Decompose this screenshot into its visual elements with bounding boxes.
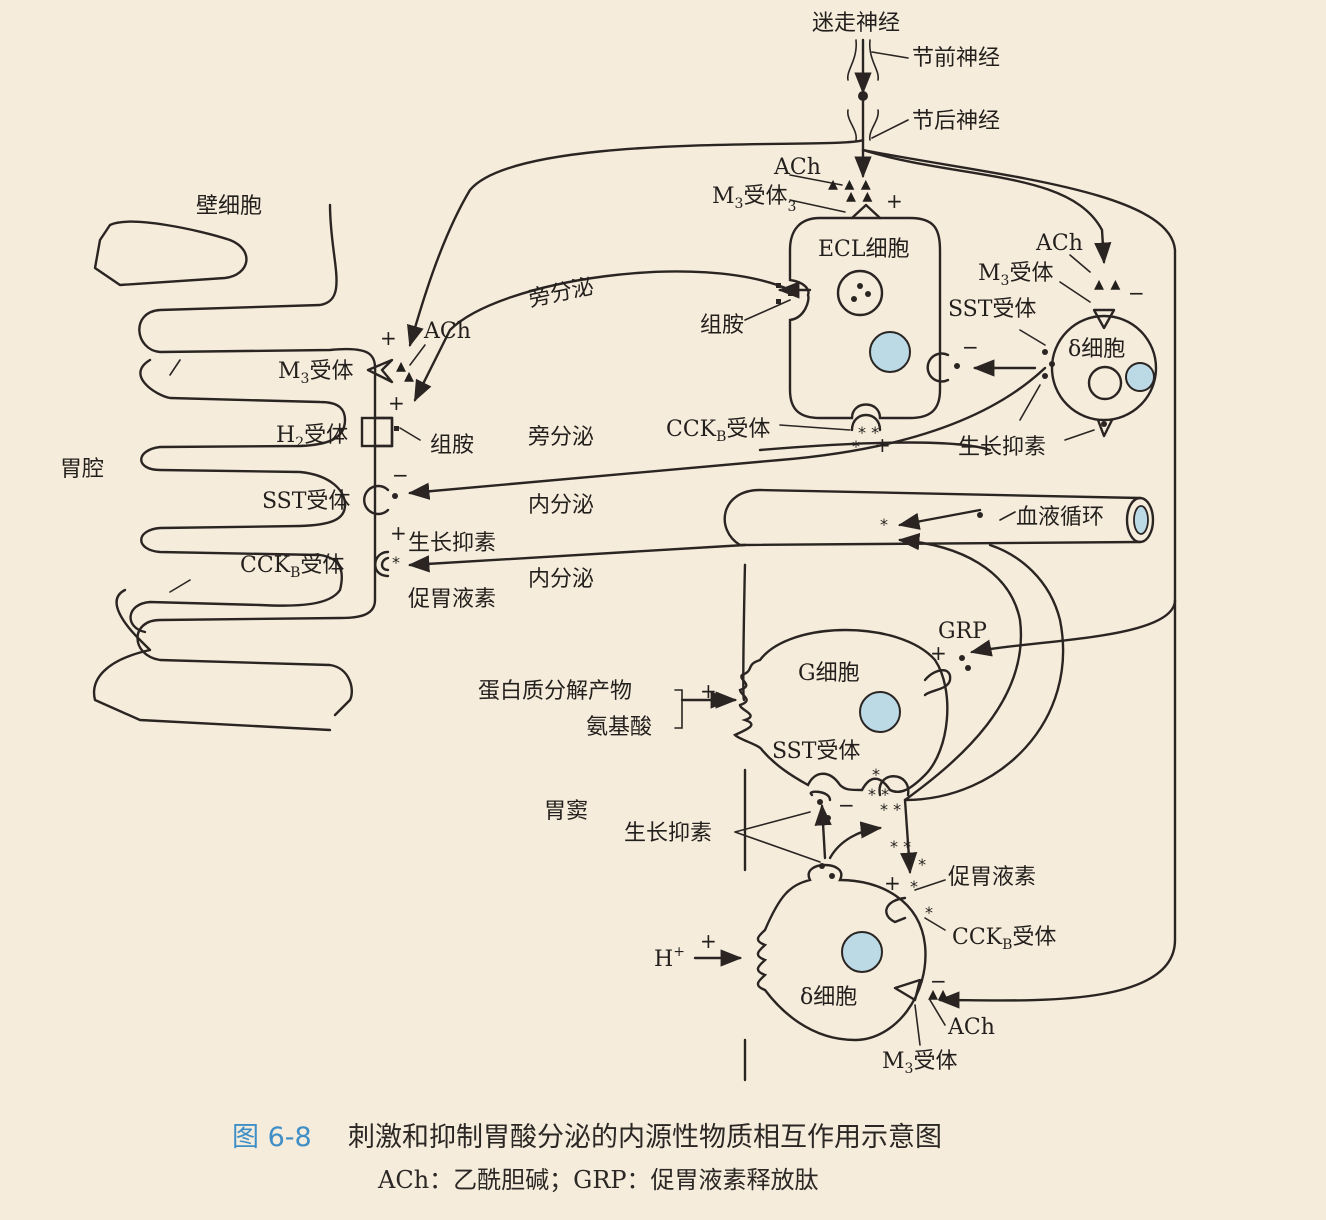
label-delta-cell-bottom: δ细胞 [800, 985, 857, 1010]
label-antrum: 胃窦 [544, 799, 588, 824]
svg-text:−: − [392, 463, 409, 487]
svg-text:+: + [886, 189, 903, 213]
svg-text:*: * [910, 877, 918, 896]
label-cckb-delta: CCKB受体 [952, 925, 1056, 953]
svg-text:*: * [925, 903, 933, 922]
label-endocrine-2: 内分泌 [528, 567, 594, 592]
label-delta-cell-top: δ细胞 [1068, 337, 1125, 362]
label-amino-acids: 氨基酸 [586, 715, 652, 740]
label-sst-receptor-ecl: SST受体 [948, 297, 1036, 322]
signal-particles: ▴ ▴ ▴ ▴ ▴ ▴ ▴ ▴ ▴ ▴▴ * * * * * * * * * *… [392, 171, 1120, 1005]
label-postganglionic: 节后神经 [912, 109, 1000, 134]
svg-text:+: + [390, 521, 407, 545]
label-ach-delta-top: ACh [1035, 231, 1083, 256]
diagram-labels: 迷走神经 节前神经 节后神经 壁细胞 胃腔 ACh M3受体3 ECL细胞 旁分… [60, 11, 1125, 1077]
svg-text:▴ ▴ ▴: ▴ ▴ ▴ [828, 171, 871, 195]
label-ach-bottom: ACh [947, 1015, 995, 1040]
vagus-nerve [407, 38, 1177, 1009]
parietal-cell-membrane [92, 203, 377, 732]
svg-text:+: + [380, 326, 397, 350]
label-endocrine-1: 内分泌 [528, 493, 594, 518]
label-h2-parietal: H2受体 [276, 423, 348, 451]
label-h-plus: H+ [654, 944, 685, 972]
label-gastrin-parietal: 促胃液素 [408, 587, 496, 612]
sign-marks: + − − + + − + + + + − + + − [380, 189, 1145, 993]
m3-receptor-parietal-shape [366, 358, 394, 384]
svg-text:−: − [962, 335, 979, 359]
label-lumen: 胃腔 [60, 457, 104, 482]
svg-text:+: + [700, 929, 717, 953]
label-histamine-ecl: 组胺 [700, 313, 744, 338]
label-g-cell: G细胞 [798, 661, 860, 686]
g-cell-shape [732, 628, 952, 794]
label-blood: 血液循环 [1016, 505, 1104, 530]
label-cckb-ecl: CCKB受体 [666, 417, 770, 445]
figure-caption: 图 6-8 刺激和抑制胃酸分泌的内源性物质相互作用示意图 ACh：乙酰胆碱；GR… [232, 1122, 942, 1194]
delta-cell-top-shape [1050, 308, 1158, 438]
ecl-cell-shape [788, 203, 942, 420]
svg-text:* *: * * [905, 855, 926, 874]
svg-text:▴▴: ▴▴ [928, 981, 948, 1005]
label-cckb-parietal: CCKB受体 [240, 553, 344, 581]
svg-text:−: − [930, 969, 947, 993]
label-ach-top: ACh [773, 155, 821, 180]
svg-text:+: + [388, 391, 405, 415]
leader-lines [399, 174, 1095, 1046]
label-ach-parietal: ACh [423, 319, 471, 344]
caption-title: 刺激和抑制胃酸分泌的内源性物质相互作用示意图 [348, 1122, 942, 1153]
label-somatostatin-top: 生长抑素 [958, 435, 1046, 460]
cckb-receptor-ecl-shape [850, 413, 882, 432]
svg-text:* *: * * [890, 837, 911, 856]
svg-text:*: * [880, 515, 888, 534]
label-sst-g: SST受体 [772, 739, 860, 764]
svg-text:*: * [852, 437, 860, 456]
svg-text:* *: * * [880, 800, 901, 819]
label-m3-parietal: M3受体 [278, 359, 353, 387]
label-somatostatin-parietal: 生长抑素 [408, 531, 496, 556]
h2-receptor-shape [360, 416, 394, 448]
svg-text:▴: ▴ [396, 353, 406, 377]
sst-receptor-parietal-shape [363, 484, 390, 516]
label-paracrine-1: 旁分泌 [526, 274, 596, 312]
label-m3-bottom: M3受体 [882, 1049, 957, 1077]
caption-note: ACh：乙酰胆碱；GRP：促胃液素释放肽 [377, 1166, 819, 1194]
caption-figure-number: 图 6-8 [232, 1122, 312, 1153]
label-grp: GRP [938, 619, 987, 644]
label-m3-top: M3受体3 [712, 184, 796, 215]
label-vagus: 迷走神经 [812, 11, 900, 36]
label-ecl-cell: ECL细胞 [818, 237, 910, 262]
label-paracrine-2: 旁分泌 [528, 425, 594, 450]
svg-text:▴ ▴: ▴ ▴ [1094, 271, 1120, 295]
label-preganglionic: 节前神经 [912, 46, 1000, 71]
svg-text:*: * [392, 553, 400, 572]
svg-text:−: − [1128, 281, 1145, 305]
svg-text:+: + [700, 679, 717, 703]
sst-receptor-ecl-shape [926, 352, 950, 383]
svg-text:*: * [872, 765, 880, 784]
label-somatostatin-antrum: 生长抑素 [624, 821, 712, 846]
svg-text:+: + [884, 871, 901, 895]
label-gastrin-antrum: 促胃液素 [948, 865, 1036, 890]
label-m3-delta-top: M3受体 [978, 261, 1053, 289]
cckb-receptor-parietal-shape [374, 550, 390, 578]
label-protein-products: 蛋白质分解产物 [478, 679, 632, 704]
delta-cell-bottom-shape [756, 863, 927, 1042]
svg-text:+: + [874, 433, 891, 457]
svg-text:* *: * * [858, 423, 879, 442]
signal-arrows [407, 270, 1047, 967]
svg-text:−: − [838, 793, 855, 817]
svg-text:+: + [930, 641, 947, 665]
label-histamine-parietal: 组胺 [430, 433, 474, 458]
label-sst-parietal: SST受体 [262, 489, 350, 514]
svg-text:▴: ▴ [404, 363, 414, 387]
svg-text:▴ ▴: ▴ ▴ [846, 183, 872, 207]
antrum-connections [743, 533, 1065, 1082]
svg-text:* *: * * [868, 785, 889, 804]
label-parietal-cell: 壁细胞 [196, 194, 262, 219]
